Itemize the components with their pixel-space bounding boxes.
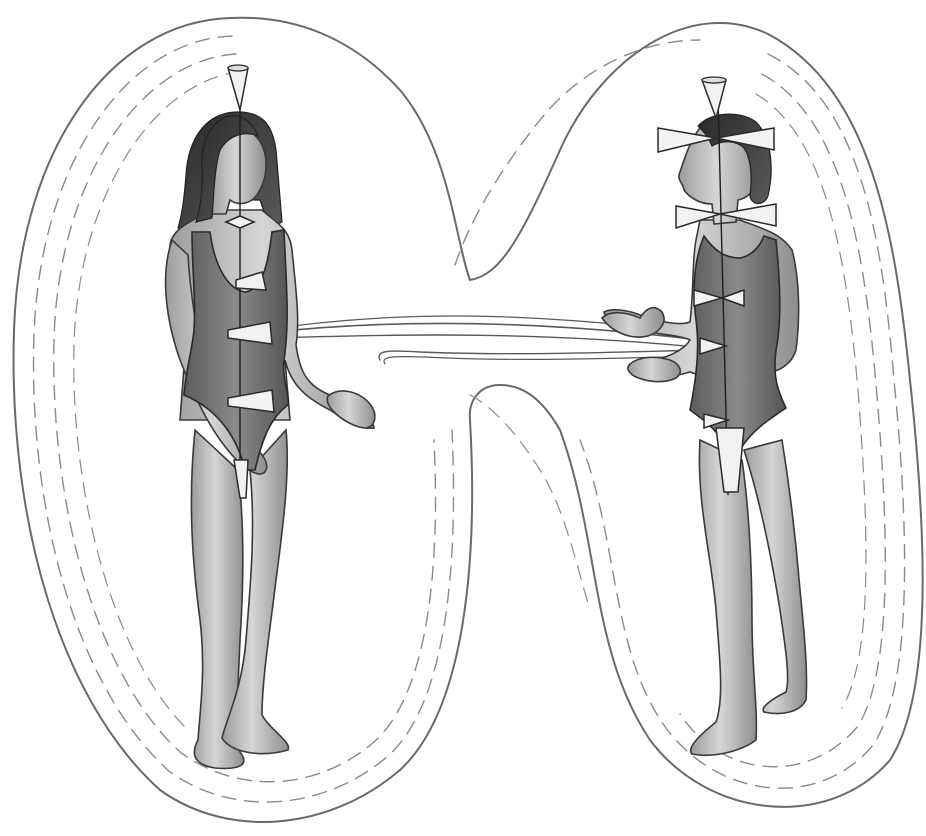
chakra-cone-icon: [702, 77, 726, 118]
chakra-cone-icon: [228, 65, 248, 110]
figure-right: [604, 77, 807, 755]
hand-left-figure: [327, 391, 375, 428]
